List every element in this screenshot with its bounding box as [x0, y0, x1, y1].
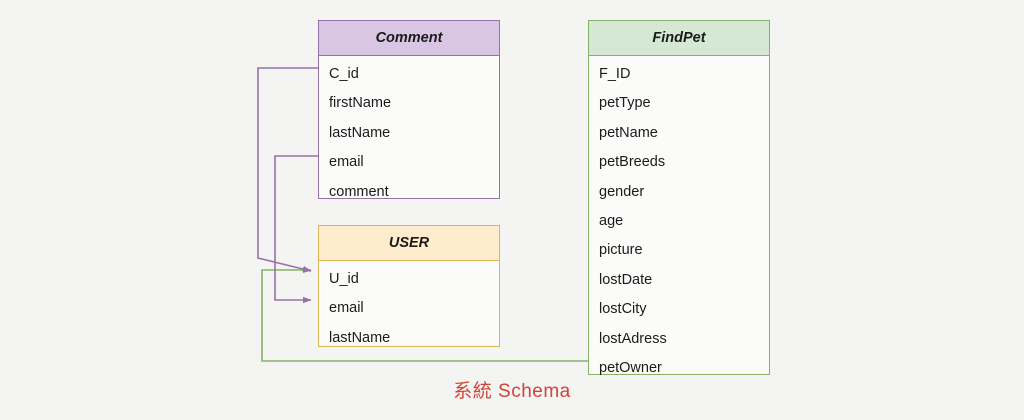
field-row[interactable]: lastName: [329, 124, 391, 141]
field-row[interactable]: picture: [599, 242, 643, 259]
field-row[interactable]: gender: [599, 183, 645, 200]
edge-comment-email-to-user-email: [274, 155, 318, 304]
entity-fields-user: U_id email lastName: [319, 261, 499, 353]
field-row[interactable]: comment: [329, 183, 389, 200]
diagram-caption: 系統 Schema: [453, 381, 571, 402]
field-row[interactable]: lostAdress: [599, 330, 667, 347]
entity-fields-comment: C_id firstName lastName email comment: [319, 56, 499, 207]
field-row[interactable]: lastName: [329, 329, 391, 346]
field-row[interactable]: email: [329, 154, 364, 171]
field-row[interactable]: email: [329, 300, 364, 317]
field-row[interactable]: petBreeds: [599, 154, 666, 171]
field-row[interactable]: petOwner: [599, 359, 662, 376]
field-row[interactable]: age: [599, 212, 624, 229]
field-row[interactable]: firstName: [329, 95, 392, 112]
field-row[interactable]: lostCity: [599, 301, 647, 318]
entity-title-findpet: FindPet: [589, 21, 769, 56]
entity-table-findpet[interactable]: FindPet F_ID petType petName petBreeds g…: [588, 20, 770, 376]
entity-table-comment[interactable]: Comment C_id firstName lastName email co…: [318, 20, 500, 200]
edge-comment-cid-to-user-uid: [257, 67, 318, 273]
entity-title-comment: Comment: [319, 21, 499, 56]
field-row[interactable]: petType: [599, 95, 651, 112]
field-row[interactable]: U_id: [329, 271, 359, 287]
entity-table-user[interactable]: USER U_id email lastName: [318, 225, 500, 347]
field-row[interactable]: lostDate: [599, 271, 653, 288]
entity-fields-findpet: F_ID petType petName petBreeds gender ag…: [589, 56, 769, 383]
entity-title-user: USER: [319, 226, 499, 261]
field-row[interactable]: F_ID: [599, 66, 631, 82]
field-row[interactable]: petName: [599, 124, 658, 141]
field-row[interactable]: C_id: [329, 66, 359, 82]
